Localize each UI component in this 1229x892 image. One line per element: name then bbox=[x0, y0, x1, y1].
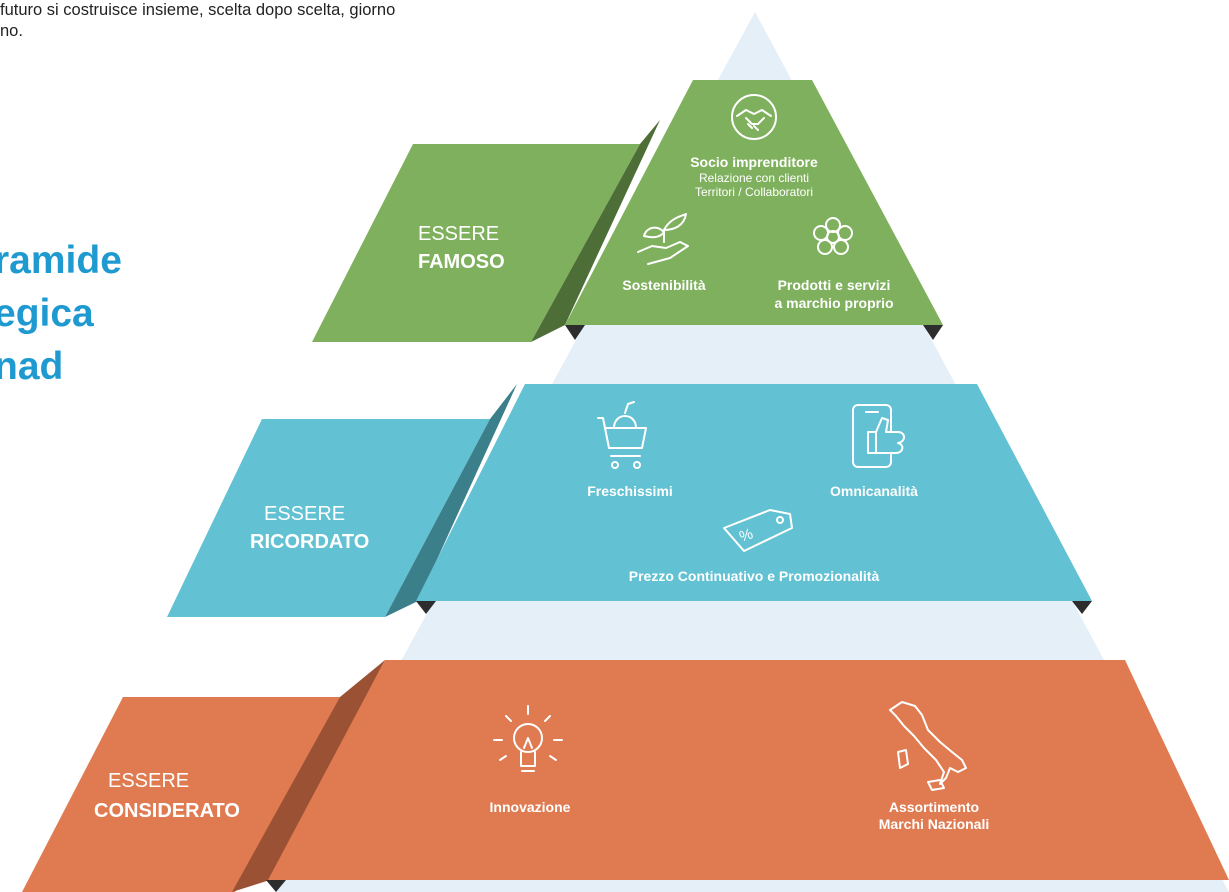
label-famoso-top: ESSERE bbox=[418, 223, 499, 245]
title-line-3: nad bbox=[0, 345, 64, 388]
handshake-icon bbox=[731, 94, 777, 140]
label-ricordato-bottom: RICORDATO bbox=[250, 531, 369, 553]
item-prodotti-line1: Prodotti e servizi bbox=[778, 277, 891, 293]
item-assortimento-line2: Marchi Nazionali bbox=[879, 816, 989, 832]
item-socio-title: Socio imprenditore bbox=[690, 154, 818, 170]
label-ricordato-top: ESSERE bbox=[264, 503, 345, 525]
item-omnicanalita: Omnicanalità bbox=[830, 483, 918, 499]
fold-considerato bbox=[232, 660, 385, 892]
sprout-hand-icon bbox=[637, 213, 689, 265]
phone-thumbs-up-icon bbox=[852, 404, 905, 468]
level-ricordato: ESSERE RICORDATO Freschissimi Omnicanali… bbox=[167, 384, 1092, 617]
tip-right-ricordato bbox=[1072, 601, 1092, 614]
title-line-2: egica bbox=[0, 292, 94, 335]
italy-map-icon bbox=[889, 701, 967, 791]
front-panel-considerato bbox=[268, 660, 1229, 880]
tip-left-famoso bbox=[565, 325, 585, 340]
lightbulb-icon bbox=[493, 705, 563, 772]
fold-famoso bbox=[531, 120, 660, 342]
level-famoso: ESSERE FAMOSO Socio imprenditore Relazio… bbox=[312, 80, 943, 342]
side-panel-ricordato bbox=[167, 419, 490, 617]
label-considerato-top: ESSERE bbox=[108, 770, 189, 792]
item-prezzo: Prezzo Continuativo e Promozionalità bbox=[629, 568, 880, 584]
fold-ricordato bbox=[385, 384, 517, 617]
shopping-cart-apple-icon bbox=[597, 401, 647, 469]
front-panel-famoso bbox=[565, 80, 943, 325]
price-tag-icon: % bbox=[723, 509, 793, 552]
tip-left-ricordato bbox=[416, 601, 436, 614]
title-line-1: ramide bbox=[0, 239, 122, 282]
tip-right-famoso bbox=[923, 325, 943, 340]
intro-paragraph: futuro si costruisce insieme, scelta dop… bbox=[0, 0, 688, 42]
tip-left-considerato bbox=[266, 880, 286, 892]
level-considerato: ESSERE CONSIDERATO Innovazione Assortime… bbox=[22, 660, 1229, 892]
label-considerato-bottom: CONSIDERATO bbox=[94, 800, 240, 822]
side-panel-considerato bbox=[22, 697, 370, 892]
label-famoso-bottom: FAMOSO bbox=[418, 251, 505, 273]
item-socio-sub2: Territori / Collaboratori bbox=[695, 185, 813, 199]
item-assortimento-line1: Assortimento bbox=[889, 799, 979, 815]
intro-line-2: no. bbox=[0, 22, 23, 40]
front-panel-ricordato bbox=[416, 384, 1092, 601]
item-socio-sub1: Relazione con clienti bbox=[699, 171, 809, 185]
item-sostenibilita: Sostenibilità bbox=[622, 277, 705, 293]
svg-text:%: % bbox=[737, 525, 755, 545]
side-panel-famoso bbox=[312, 144, 640, 342]
item-prodotti-line2: a marchio proprio bbox=[774, 295, 893, 311]
flower-icon bbox=[813, 217, 853, 255]
item-innovazione: Innovazione bbox=[490, 799, 571, 815]
intro-line-1: futuro si costruisce insieme, scelta dop… bbox=[0, 1, 396, 19]
page-title: ramide egica nad bbox=[0, 234, 122, 393]
item-freschissimi: Freschissimi bbox=[587, 483, 673, 499]
